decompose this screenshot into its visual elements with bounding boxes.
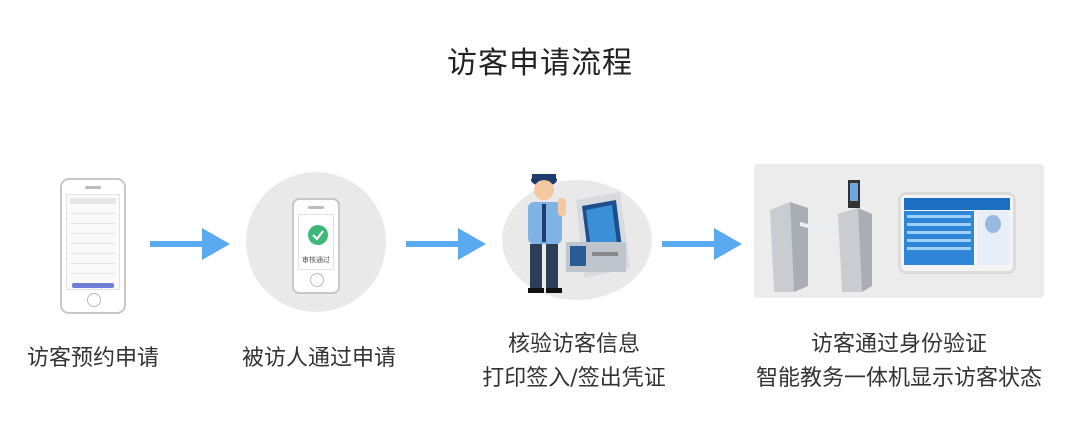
step-4-label-line1: 访客通过身份验证 bbox=[810, 332, 987, 357]
check-icon bbox=[308, 225, 328, 245]
terminal-screen-icon bbox=[898, 192, 1016, 274]
step-1-label: 访客预约申请 bbox=[26, 346, 159, 371]
arrow-right-icon bbox=[662, 228, 742, 260]
step-3-label-line1: 核验访客信息 bbox=[507, 332, 640, 357]
turnstile-gate-icon bbox=[770, 180, 872, 292]
step-3-label-line2: 打印签入/签出凭证 bbox=[482, 366, 666, 391]
arrow-right-icon bbox=[406, 228, 486, 260]
arrow-right-icon bbox=[150, 228, 230, 260]
step-4-illustration bbox=[754, 164, 1044, 298]
phone-status-text: 审核通过 bbox=[302, 256, 330, 264]
step-4-label-line2: 智能教务一体机显示访客状态 bbox=[755, 366, 1042, 391]
guard-and-kiosk-icon bbox=[528, 174, 630, 293]
step-2-label: 被访人通过申请 bbox=[241, 346, 396, 371]
page-title: 访客申请流程 bbox=[447, 46, 633, 81]
